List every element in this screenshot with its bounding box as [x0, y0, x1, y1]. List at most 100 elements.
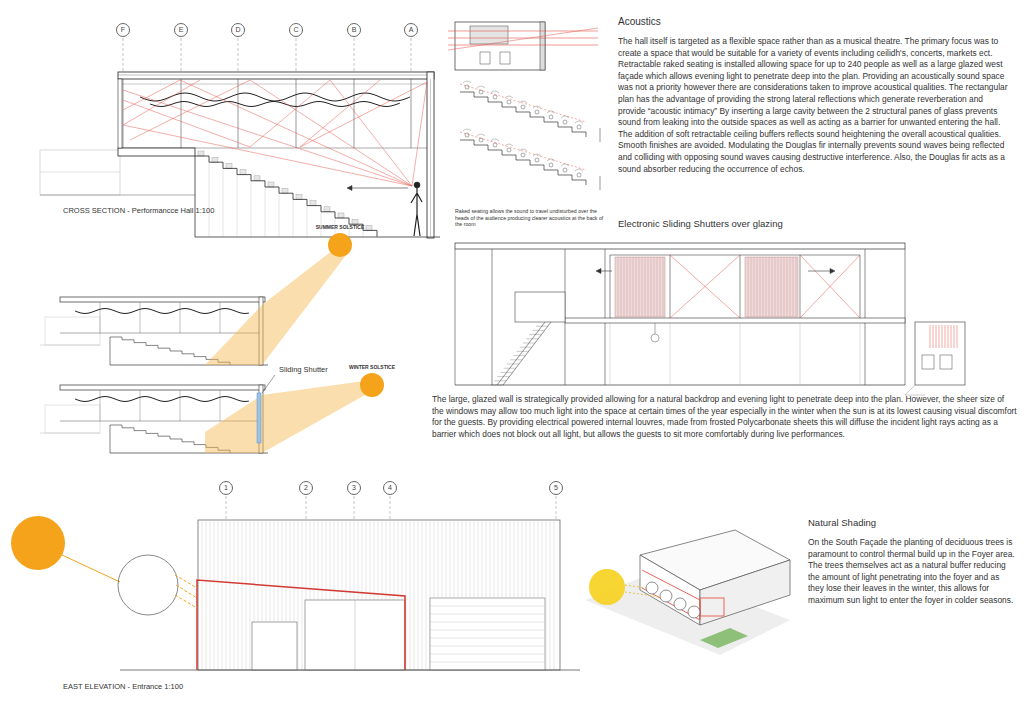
column — [220, 390, 221, 421]
shutter-section — [455, 243, 905, 385]
sun-beam — [205, 250, 347, 365]
stair-tread — [507, 364, 519, 365]
neighbour-outline — [40, 150, 120, 195]
shutter-louvre — [645, 257, 646, 317]
grid-line — [238, 38, 239, 72]
ground-line — [40, 195, 195, 196]
cladding-batten — [242, 521, 243, 669]
section-cut-line — [448, 45, 598, 46]
seating-hatch — [470, 43, 508, 44]
tree — [646, 582, 658, 594]
roof-slab — [455, 243, 905, 249]
seat — [296, 194, 302, 199]
cladding-batten — [298, 521, 299, 669]
mullion — [670, 323, 671, 385]
cladding-batten — [426, 521, 427, 669]
panel-line — [430, 654, 545, 655]
audience-head — [577, 125, 581, 129]
foyer-outline — [700, 598, 724, 616]
seat-support — [209, 162, 210, 237]
shutter-louvre — [781, 257, 782, 317]
sun-label: SUMMER SOLSTICE — [316, 224, 365, 231]
section-cut-line — [448, 38, 598, 39]
shutter-louvre — [654, 257, 655, 317]
panel-line — [430, 646, 545, 647]
ceiling-buffer — [75, 397, 249, 402]
shutter-louvre — [766, 257, 767, 317]
audience-head — [521, 153, 525, 157]
room — [940, 355, 952, 369]
stair-tread — [497, 376, 509, 377]
stair-tread — [533, 330, 545, 331]
sun-disc — [328, 233, 352, 257]
floor-line — [195, 237, 440, 238]
shutter-louvre — [787, 257, 788, 317]
seat-support — [363, 230, 364, 237]
neighbour-line — [40, 172, 120, 173]
sun-disc — [360, 373, 384, 397]
grid-bubble: A — [404, 23, 418, 37]
shutter-louvre — [648, 257, 649, 317]
sound-wave — [463, 81, 471, 83]
audience-head — [549, 115, 553, 119]
cladding-batten — [230, 521, 231, 669]
stage-edge — [600, 128, 601, 142]
ceiling-buffer — [150, 102, 400, 107]
grid-bubble: F — [116, 23, 130, 37]
cladding-batten — [550, 521, 551, 669]
seat — [254, 176, 260, 181]
key-plan — [448, 22, 598, 70]
shutter-panel — [745, 257, 798, 317]
seat — [226, 163, 232, 168]
grid-label: F — [117, 24, 129, 36]
mullion — [610, 323, 611, 385]
stair-tread — [501, 372, 513, 373]
stair-tread — [520, 347, 532, 348]
cladding-batten — [222, 521, 223, 669]
shutter-louvre — [754, 257, 755, 317]
column — [181, 79, 182, 148]
sound-ray — [123, 90, 412, 186]
mullion — [740, 323, 741, 385]
cladding-batten — [554, 521, 555, 669]
grid-line — [354, 38, 355, 72]
grid-bubble: 4 — [383, 481, 397, 495]
seating-hatch — [470, 39, 508, 40]
shutter-panel — [615, 257, 665, 317]
shutter-louvre — [642, 257, 643, 317]
stair-tread — [526, 338, 538, 339]
sound-wave — [575, 169, 583, 171]
sound-wave — [547, 111, 555, 113]
panel-line — [430, 662, 545, 663]
seat — [198, 151, 204, 156]
arrow-head — [347, 186, 352, 191]
key-plan — [905, 322, 965, 395]
section-heading: Electronic Sliding Shutters over glazing — [618, 218, 783, 230]
entrance-opening — [305, 600, 405, 670]
stair-stringer — [503, 322, 551, 385]
building-outline — [198, 520, 560, 670]
stair-tread — [536, 326, 548, 327]
shutter-louvre — [660, 257, 661, 317]
transom — [610, 255, 860, 256]
column — [605, 249, 606, 385]
shutter-louvre — [793, 257, 794, 317]
seating-wall — [110, 337, 111, 365]
figure-caption: Raked seating allows the sound to travel… — [455, 208, 605, 228]
audience-head — [549, 163, 553, 167]
seat — [366, 225, 372, 230]
sound-ray — [123, 100, 250, 147]
roof-line — [118, 75, 434, 76]
neighbour-outline — [45, 405, 100, 433]
mullion — [670, 255, 671, 318]
shutter-louvre — [778, 257, 779, 317]
seating-hatch — [470, 35, 508, 36]
section-cut-hatch — [951, 325, 952, 348]
shutter-louvre — [763, 257, 764, 317]
shutter-louvre — [639, 257, 640, 317]
grid-bubble: 3 — [347, 481, 361, 495]
seating-wall — [110, 425, 111, 453]
audience-head — [563, 168, 567, 172]
cladding-batten — [546, 521, 547, 669]
ceiling-buffer — [75, 309, 249, 314]
